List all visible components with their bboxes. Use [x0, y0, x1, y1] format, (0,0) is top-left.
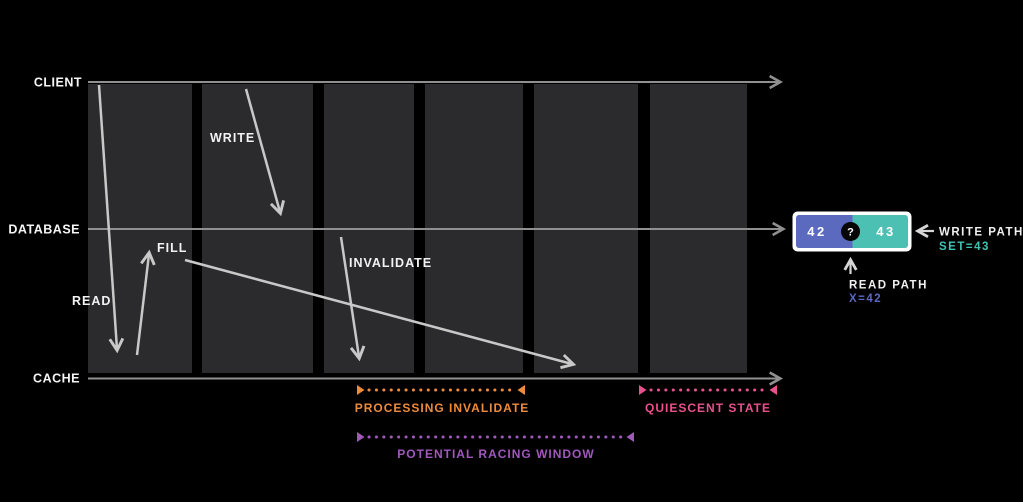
- span-end-triangle: [769, 385, 777, 395]
- fill-arrow: [135, 254, 149, 356]
- potential-racing-window-span: POTENTIAL RACING WINDOW: [357, 432, 634, 461]
- span-start-triangle: [357, 385, 365, 395]
- write-path-label: WRITE PATH: [939, 227, 1023, 239]
- invalidate-arrow: [339, 236, 359, 357]
- read-arrow: [97, 84, 117, 349]
- result-box-write-value: 43: [876, 224, 895, 239]
- processing-invalidate-label: PROCESSING INVALIDATE: [355, 401, 530, 415]
- span-start-triangle: [357, 432, 365, 442]
- write-path-value: SET=43: [939, 241, 990, 253]
- span-end-triangle: [626, 432, 634, 442]
- lane-label-database: DATABASE: [8, 223, 80, 237]
- span-end-triangle: [517, 385, 525, 395]
- read-path-annotation: READ PATH X=42: [849, 261, 928, 305]
- result-box-write-half: [852, 215, 908, 248]
- quiescent-state-span: QUIESCENT STATE: [639, 385, 777, 415]
- read-label: READ: [72, 294, 111, 308]
- write-path-annotation: WRITE PATH SET=43: [919, 227, 1023, 253]
- span-start-triangle: [639, 385, 647, 395]
- potential-racing-window-label: POTENTIAL RACING WINDOW: [397, 447, 594, 461]
- invalidate-label: INVALIDATE: [349, 256, 432, 270]
- write-arrow: [244, 88, 280, 212]
- fill-response-arrow: [184, 258, 572, 364]
- processing-invalidate-span: PROCESSING INVALIDATE: [355, 385, 530, 415]
- conflict-circle: [841, 222, 860, 241]
- result-box: 42 43 ?: [792, 211, 912, 252]
- lane-label-cache: CACHE: [33, 372, 80, 386]
- conflict-question-mark: ?: [847, 227, 854, 239]
- result-box-read-value: 42: [807, 224, 826, 239]
- write-label: WRITE: [210, 131, 255, 145]
- fill-label: FILL: [157, 241, 187, 255]
- quiescent-state-label: QUIESCENT STATE: [645, 401, 771, 415]
- read-path-label: READ PATH: [849, 280, 928, 292]
- lane-label-client: CLIENT: [34, 76, 82, 90]
- read-path-value: X=42: [849, 293, 882, 305]
